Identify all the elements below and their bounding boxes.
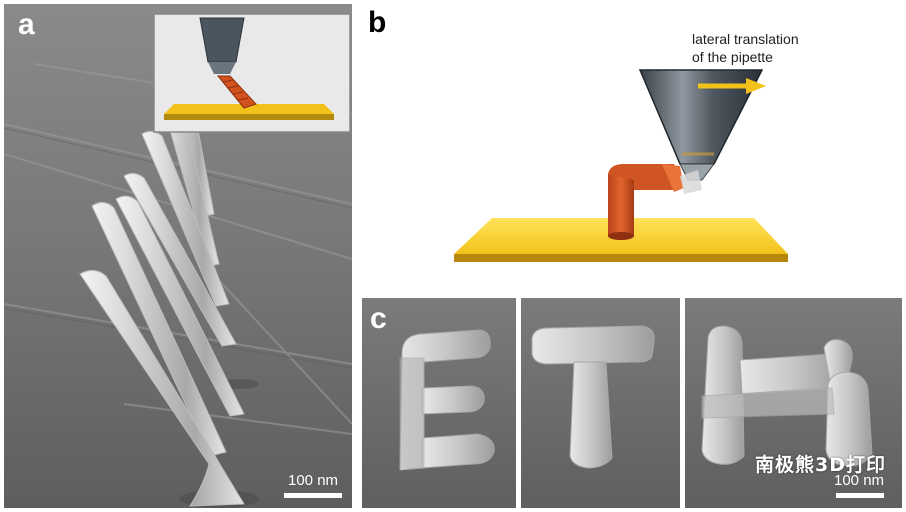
panel-letter-b: b — [368, 6, 387, 39]
inset-illustration — [153, 13, 351, 133]
watermark-text: 南极熊3D打印 — [755, 454, 886, 476]
sem-letter-h — [701, 325, 873, 467]
scale-bar-label-c: 100 nm — [834, 472, 885, 489]
sem-letter-e — [399, 329, 495, 471]
sem-pillars-image — [4, 4, 352, 508]
pipette-deposition-illustration — [454, 69, 788, 262]
scale-bar-label-a: 100 nm — [288, 472, 339, 489]
pipette-annotation: lateral translation of the pipette — [692, 30, 799, 66]
panel-c: c 南极熊3D打印 100 nm — [362, 298, 902, 508]
panel-letter-a: a — [18, 8, 35, 41]
panel-letter-c: c — [370, 302, 387, 335]
panel-a: a 100 nm — [4, 4, 352, 508]
annotation-line-2: of the pipette — [692, 49, 773, 65]
scale-bar-c — [836, 493, 884, 498]
panel-b: b lateral translation of the pipette — [362, 4, 902, 294]
scale-bar-a — [284, 493, 342, 498]
annotation-line-1: lateral translation — [692, 31, 799, 47]
sem-letter-t — [531, 325, 655, 469]
sem-letters-image — [362, 298, 902, 508]
